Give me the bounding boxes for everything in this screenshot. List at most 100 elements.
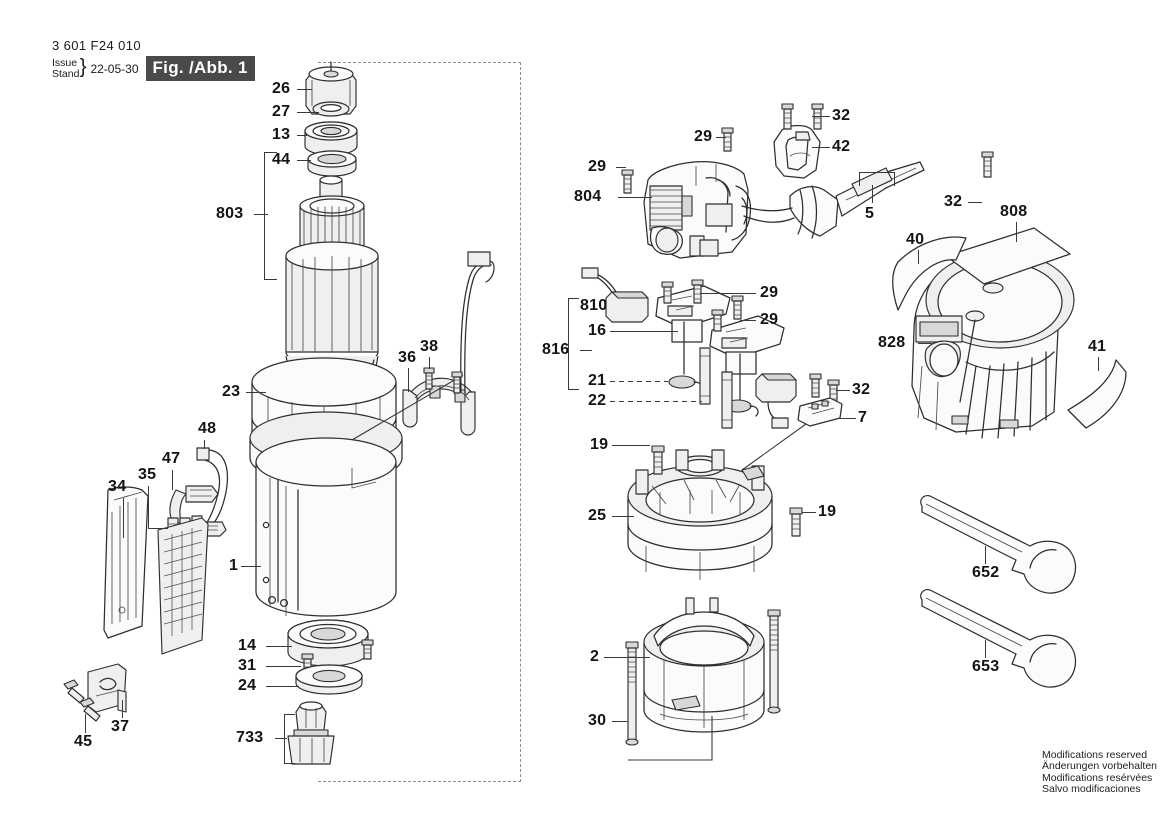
part-1-motor-housing (250, 412, 402, 616)
leader-48 (204, 440, 206, 449)
part-19-screws (652, 446, 802, 536)
sheet-header: 3 601 F24 010 Issue Stand } 22-05-30 Fig… (52, 38, 255, 81)
leader-21 (610, 381, 668, 383)
disclaimer-en: Modifications reserved (1041, 748, 1148, 761)
leader-828 (918, 343, 932, 345)
callout-652: 652 (972, 564, 1000, 581)
callout-29-d: 29 (760, 311, 779, 328)
bracket-5-right (894, 172, 896, 186)
leader-24 (266, 686, 299, 688)
figure-badge: Fig. /Abb. 1 (145, 56, 255, 81)
part-25-brush-ring (628, 450, 772, 580)
leader-26 (297, 89, 312, 91)
callout-828: 828 (878, 334, 906, 351)
part-44-ring (308, 151, 356, 176)
bracket-803 (264, 152, 277, 280)
callout-1: 1 (229, 557, 239, 574)
leader-29-c (700, 293, 756, 295)
part-32-screws-right (810, 374, 839, 403)
part-810-suppressor (582, 268, 648, 322)
callout-41: 41 (1088, 338, 1107, 355)
leader-652 (985, 546, 987, 564)
leader-19-a (612, 445, 650, 447)
callout-37: 37 (111, 718, 130, 735)
callout-25: 25 (588, 507, 607, 524)
leader-803 (254, 214, 268, 216)
callout-19-b: 19 (818, 503, 837, 520)
leader-808 (1016, 222, 1018, 242)
part-828-motor-cover (912, 252, 1074, 438)
callout-21: 21 (588, 372, 607, 389)
disclaimer-es: Salvo modificaciones (1041, 783, 1141, 796)
leader-34 (123, 498, 125, 538)
leader-816 (580, 350, 592, 352)
leader-5 (872, 185, 874, 203)
bracket-816 (568, 298, 579, 390)
callout-22: 22 (588, 392, 607, 409)
leader-804 (618, 197, 652, 199)
callout-32-c: 32 (944, 193, 963, 210)
leader-16 (610, 331, 678, 333)
leader-37 (122, 700, 124, 718)
leader-35-v (148, 486, 150, 528)
leader-1 (241, 566, 261, 568)
leader-35-h (148, 528, 168, 530)
part-40-shell (893, 237, 966, 310)
callout-803: 803 (216, 205, 244, 222)
leader-36 (408, 368, 410, 392)
part-29-32-screws-top (622, 104, 823, 193)
leader-47 (172, 470, 174, 490)
footer-disclaimer: Modifications reserved Änderungen vorbeh… (1041, 748, 1157, 796)
leader-32-c (968, 202, 982, 204)
part-34-side-cover (104, 487, 148, 638)
part-5-power-cord (742, 162, 924, 238)
part-804-switch (644, 162, 750, 258)
part-41-shell (1068, 360, 1126, 428)
callout-31: 31 (238, 657, 257, 674)
leader-7 (838, 418, 856, 420)
part-37-bracket (88, 664, 126, 712)
leader-38 (429, 357, 431, 369)
leader-14 (266, 646, 292, 648)
leader-23 (246, 392, 266, 394)
callout-733: 733 (236, 729, 264, 746)
callout-14: 14 (238, 637, 257, 654)
disclaimer-de: Änderungen vorbehalten (1041, 760, 1157, 773)
callout-42: 42 (832, 138, 851, 155)
callout-40: 40 (906, 231, 925, 248)
issue-date: 22-05-30 (90, 61, 139, 76)
leader-40 (918, 250, 920, 264)
leader-653 (985, 640, 987, 658)
callout-24: 24 (238, 677, 257, 694)
callout-816: 816 (542, 341, 570, 358)
callout-34: 34 (108, 478, 127, 495)
stand-label: Stand (52, 67, 80, 80)
leader-31 (266, 666, 301, 668)
part-16-brush-holder-right (710, 316, 796, 428)
leader-2 (604, 657, 650, 659)
callout-23: 23 (222, 383, 241, 400)
callout-653: 653 (972, 658, 1000, 675)
leader-733 (275, 738, 287, 740)
part-number: 3 601 F24 010 (52, 38, 142, 53)
part-35-vent-plate (158, 518, 208, 654)
callout-29-b: 29 (694, 128, 713, 145)
bracket-5-left (859, 172, 861, 186)
part-22-springs (700, 348, 732, 428)
leader-30 (612, 721, 628, 723)
part-13-bearing (305, 122, 357, 155)
part-653-wrench (921, 590, 1076, 687)
leader-22 (610, 401, 702, 403)
leader-41 (1098, 357, 1100, 371)
callout-2: 2 (590, 648, 600, 665)
part-27-oring (313, 102, 349, 116)
callout-38: 38 (420, 338, 439, 355)
disclaimer-fr: Modifications resérvées (1041, 771, 1153, 784)
callout-45: 45 (74, 733, 93, 750)
leader-44 (297, 160, 311, 162)
callout-808: 808 (1000, 203, 1028, 220)
leader-29-a (616, 167, 626, 169)
callout-804: 804 (574, 188, 602, 205)
part-2-housing-lower (628, 598, 764, 760)
